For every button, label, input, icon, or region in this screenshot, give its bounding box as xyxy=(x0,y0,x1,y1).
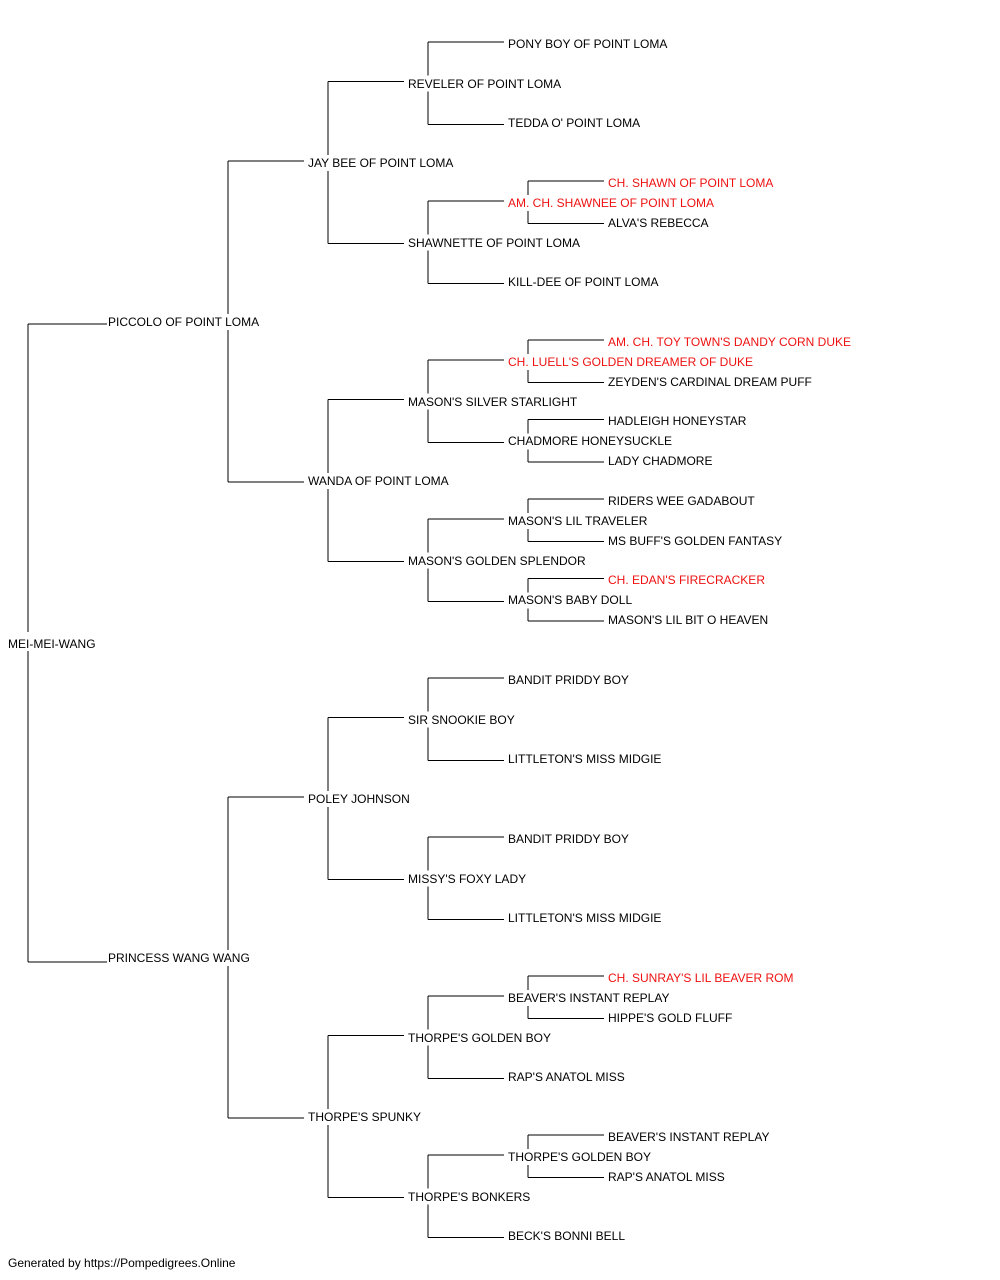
dam-name: RAP'S ANATOL MISS xyxy=(607,1169,726,1184)
dam-name: WANDA OF POINT LOMA xyxy=(307,474,450,488)
dam-name: MISSY'S FOXY LADY xyxy=(407,871,528,886)
sire-name: BEAVER'S INSTANT REPLAY xyxy=(607,1129,771,1144)
sire-name: MASON'S SILVER STARLIGHT xyxy=(407,394,579,409)
sire-name: CH. SHAWN OF POINT LOMA xyxy=(607,175,775,190)
dam-name: BECK'S BONNI BELL xyxy=(507,1229,626,1244)
dam-name: PRINCESS WANG WANG xyxy=(107,951,251,965)
sire-name: THORPE'S GOLDEN BOY xyxy=(407,1030,552,1045)
sire-name: PICCOLO OF POINT LOMA xyxy=(107,315,261,329)
dam-name: LITTLETON'S MISS MIDGIE xyxy=(507,752,663,767)
sire-name: AM. CH. TOY TOWN'S DANDY CORN DUKE xyxy=(607,334,852,349)
sire-name: BANDIT PRIDDY BOY xyxy=(507,831,630,846)
dam-name: THORPE'S SPUNKY xyxy=(307,1110,422,1124)
sire-name: JAY BEE OF POINT LOMA xyxy=(307,156,455,170)
sire-name: BANDIT PRIDDY BOY xyxy=(507,672,630,687)
dam-name: ZEYDEN'S CARDINAL DREAM PUFF xyxy=(607,374,813,389)
sire-name: RIDERS WEE GADABOUT xyxy=(607,493,756,508)
sire-name: POLEY JOHNSON xyxy=(307,792,411,806)
sire-name: MASON'S LIL TRAVELER xyxy=(507,513,649,528)
sire-name: BEAVER'S INSTANT REPLAY xyxy=(507,990,671,1005)
dam-name: ALVA'S REBECCA xyxy=(607,215,710,230)
dam-name: TEDDA O' POINT LOMA xyxy=(507,116,642,131)
sire-name: REVELER OF POINT LOMA xyxy=(407,76,563,91)
dam-name: MS BUFF'S GOLDEN FANTASY xyxy=(607,533,784,548)
dam-name: THORPE'S BONKERS xyxy=(407,1189,532,1204)
dam-name: MASON'S GOLDEN SPLENDOR xyxy=(407,553,587,568)
sire-name: PONY BOY OF POINT LOMA xyxy=(507,36,669,51)
dam-name: MASON'S BABY DOLL xyxy=(507,593,634,608)
dam-name: SHAWNETTE OF POINT LOMA xyxy=(407,235,582,250)
sire-name: AM. CH. SHAWNEE OF POINT LOMA xyxy=(507,195,716,210)
sire-name: HADLEIGH HONEYSTAR xyxy=(607,414,748,429)
dam-name: LITTLETON'S MISS MIDGIE xyxy=(507,911,663,926)
dam-name: HIPPE'S GOLD FLUFF xyxy=(607,1010,734,1025)
footer-credit: Generated by https://Pompedigrees.Online xyxy=(8,1256,236,1270)
sire-name: SIR SNOOKIE BOY xyxy=(407,712,516,727)
sire-name: THORPE'S GOLDEN BOY xyxy=(507,1149,652,1164)
dam-name: LADY CHADMORE xyxy=(607,454,714,469)
sire-name: CH. LUELL'S GOLDEN DREAMER OF DUKE xyxy=(507,354,755,369)
dam-name: KILL-DEE OF POINT LOMA xyxy=(507,275,660,290)
dam-name: CHADMORE HONEYSUCKLE xyxy=(507,434,674,449)
sire-name: CH. EDAN'S FIRECRACKER xyxy=(607,573,766,588)
dam-name: MASON'S LIL BIT O HEAVEN xyxy=(607,613,770,628)
subject-name: MEI-MEI-WANG xyxy=(7,637,97,651)
dam-name: RAP'S ANATOL MISS xyxy=(507,1070,626,1085)
sire-name: CH. SUNRAY'S LIL BEAVER ROM xyxy=(607,970,795,985)
